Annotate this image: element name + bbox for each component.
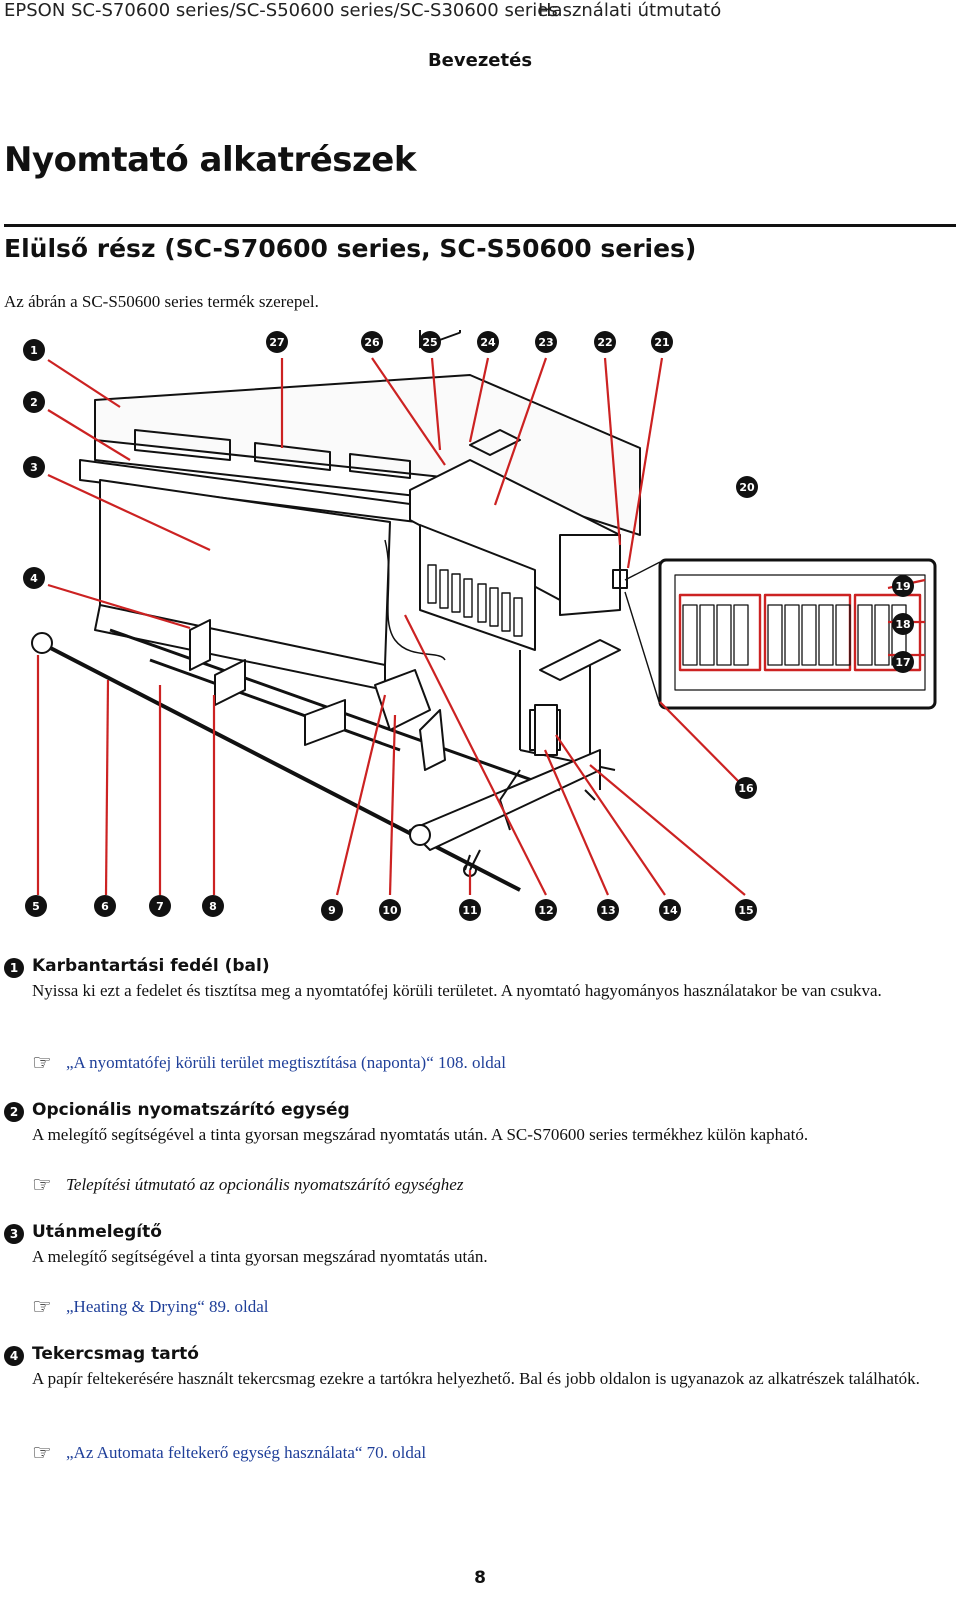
item-title: Opcionális nyomatszárító egység — [32, 1100, 350, 1120]
svg-text:4: 4 — [30, 572, 38, 585]
subsection-title: Elülső rész (SC-S70600 series, SC-S50600… — [4, 234, 697, 263]
item-title: Utánmelegítő — [32, 1222, 162, 1242]
svg-text:2: 2 — [30, 396, 38, 409]
callout-5: 5 — [25, 895, 47, 917]
callout-7: 7 — [149, 895, 171, 917]
item-number-badge: 3 — [4, 1224, 24, 1244]
svg-text:16: 16 — [738, 782, 754, 795]
svg-text:11: 11 — [462, 904, 477, 917]
item-number-badge: 2 — [4, 1102, 24, 1122]
callout-10: 10 — [379, 899, 401, 921]
svg-text:20: 20 — [739, 481, 755, 494]
item-description: A papír feltekerésére használt tekercsma… — [32, 1369, 920, 1388]
item-description: A melegítő segítségével a tinta gyorsan … — [32, 1125, 809, 1144]
item-reference-text: ☞ Telepítési útmutató az opcionális nyoma… — [32, 1172, 463, 1198]
item-number-badge: 1 — [4, 958, 24, 978]
svg-text:12: 12 — [538, 904, 553, 917]
section-title: Bevezetés — [427, 50, 533, 71]
svg-text:3: 3 — [30, 461, 38, 474]
reference-text[interactable]: „Az Automata feltekerő egység használata… — [66, 1443, 427, 1462]
callout-18: 18 — [892, 613, 914, 635]
svg-text:25: 25 — [422, 336, 437, 349]
reference-text[interactable]: „Heating & Drying“ 89. oldal — [66, 1297, 269, 1316]
pointing-hand-icon: ☞ — [32, 1440, 52, 1465]
svg-text:24: 24 — [480, 336, 496, 349]
callout-16: 16 — [735, 777, 757, 799]
printer-diagram: 1 2 3 4 5 6 7 8 9 10 11 12 13 14 15 16 1… — [23, 330, 937, 921]
callout-14: 14 — [659, 899, 681, 921]
svg-text:9: 9 — [328, 904, 336, 917]
callout-3: 3 — [23, 456, 45, 478]
svg-text:14: 14 — [662, 904, 678, 917]
title-rule — [4, 224, 956, 227]
reference-text: Telepítési útmutató az opcionális nyomat… — [66, 1175, 464, 1194]
callout-4: 4 — [23, 567, 45, 589]
svg-text:10: 10 — [382, 904, 398, 917]
svg-text:19: 19 — [895, 580, 910, 593]
item-number-badge: 4 — [4, 1346, 24, 1366]
svg-text:23: 23 — [538, 336, 553, 349]
svg-text:8: 8 — [209, 900, 217, 913]
svg-text:1: 1 — [30, 344, 38, 357]
callout-11: 11 — [459, 899, 481, 921]
item-description: A melegítő segítségével a tinta gyorsan … — [32, 1247, 488, 1266]
running-header-title: EPSON SC-S70600 series/SC-S50600 series/… — [4, 0, 558, 21]
svg-text:15: 15 — [738, 904, 753, 917]
svg-text:7: 7 — [156, 900, 164, 913]
callout-23: 23 — [535, 331, 557, 353]
running-header-manual: Használati útmutató — [538, 0, 722, 21]
callout-12: 12 — [535, 899, 557, 921]
callout-21: 21 — [651, 331, 673, 353]
item-reference-link[interactable]: ☞ „A nyomtatófej körüli terület megtisztí… — [32, 1050, 506, 1076]
callout-20: 20 — [736, 476, 758, 498]
callout-9: 9 — [321, 899, 343, 921]
item-reference-link[interactable]: ☞ „Heating & Drying“ 89. oldal — [32, 1294, 269, 1320]
callout-13: 13 — [597, 899, 619, 921]
svg-text:27: 27 — [269, 336, 284, 349]
callout-24: 24 — [477, 331, 499, 353]
callout-19: 19 — [892, 575, 914, 597]
page-number: 8 — [474, 1568, 486, 1588]
svg-text:13: 13 — [600, 904, 615, 917]
reference-text[interactable]: „A nyomtatófej körüli terület megtisztít… — [66, 1053, 506, 1072]
item-reference-link[interactable]: ☞ „Az Automata feltekerő egység használat… — [32, 1440, 426, 1466]
svg-text:5: 5 — [32, 900, 40, 913]
page-title: Nyomtató alkatrészek — [4, 140, 416, 180]
svg-text:22: 22 — [597, 336, 612, 349]
intro-text: Az ábrán a SC-S50600 series termék szere… — [4, 292, 319, 311]
callout-25: 25 — [419, 331, 441, 353]
svg-text:18: 18 — [895, 618, 910, 631]
svg-text:6: 6 — [101, 900, 109, 913]
svg-text:17: 17 — [895, 656, 910, 669]
svg-text:21: 21 — [654, 336, 669, 349]
pointing-hand-icon: ☞ — [32, 1050, 52, 1075]
item-description: Nyissa ki ezt a fedelet és tisztítsa meg… — [32, 981, 882, 1000]
callout-15: 15 — [735, 899, 757, 921]
svg-text:26: 26 — [364, 336, 380, 349]
callout-6: 6 — [94, 895, 116, 917]
callout-8: 8 — [202, 895, 224, 917]
callout-2: 2 — [23, 391, 45, 413]
item-title: Karbantartási fedél (bal) — [32, 956, 270, 976]
callout-27: 27 — [266, 331, 288, 353]
pointing-hand-icon: ☞ — [32, 1294, 52, 1319]
item-title: Tekercsmag tartó — [32, 1344, 199, 1364]
callout-26: 26 — [361, 331, 383, 353]
callout-1: 1 — [23, 339, 45, 361]
pointing-hand-icon: ☞ — [32, 1172, 52, 1197]
callout-22: 22 — [594, 331, 616, 353]
callout-17: 17 — [892, 651, 914, 673]
